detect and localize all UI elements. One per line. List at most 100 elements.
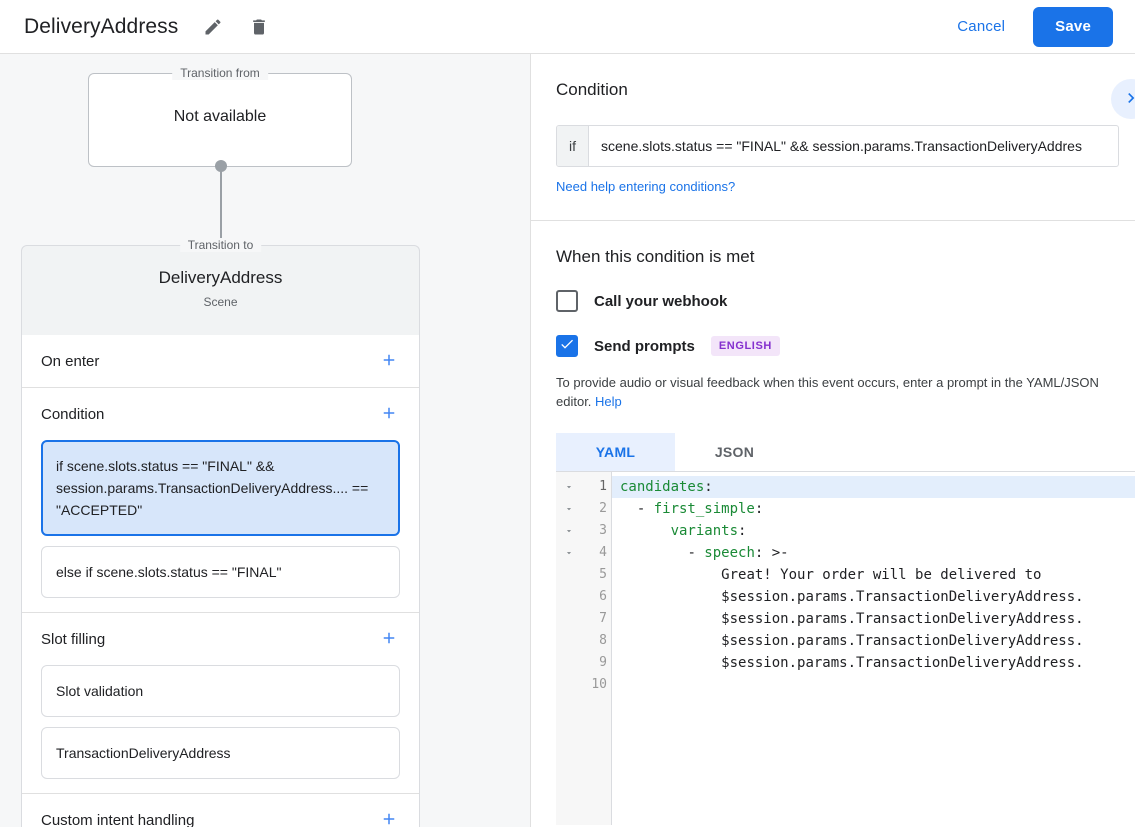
condition-item[interactable]: else if scene.slots.status == "FINAL" [41, 546, 400, 598]
section-divider [531, 220, 1135, 221]
fold-spacer [556, 586, 582, 608]
code-line[interactable]: candidates: [612, 476, 1135, 498]
section-custom-intent-header[interactable]: Custom intent handling [22, 794, 419, 827]
webhook-checkbox-row: Call your webhook [556, 290, 1135, 312]
transition-to-box: Transition to DeliveryAddress Scene [21, 238, 420, 335]
transition-from-value: Not available [173, 108, 267, 125]
plus-icon [380, 404, 398, 425]
tab-json[interactable]: JSON [714, 444, 755, 460]
section-slot-filling-body: Slot validation TransactionDeliveryAddre… [22, 665, 419, 793]
call-webhook-label: Call your webhook [594, 292, 728, 310]
section-condition: Condition if scene.slots.status == "FINA… [22, 388, 419, 613]
transition-to-legend: Transition to [179, 238, 262, 252]
section-slot-filling: Slot filling Slot validation Transaction… [22, 613, 419, 794]
plus-icon [380, 351, 398, 372]
editor-line-numbers: 1 2 3 4 5 6 7 8 9 10 [582, 472, 612, 825]
section-custom-intent-handling: Custom intent handling [22, 794, 419, 827]
slot-validation-item[interactable]: Slot validation [41, 665, 400, 717]
code-editor[interactable]: 1 2 3 4 5 6 7 8 9 10 candidates: - first_simple: … [556, 471, 1135, 825]
if-prefix-label: if [557, 126, 589, 166]
line-number: 4 [599, 545, 607, 560]
fold-spacer [556, 674, 582, 696]
plus-icon [380, 810, 398, 827]
add-condition-button[interactable] [375, 400, 403, 428]
transition-from-box: Transition from Not available [88, 66, 352, 167]
fold-toggle-icon[interactable] [556, 520, 582, 542]
condition-section-title: Condition [556, 80, 628, 99]
section-on-enter-title: On enter [41, 352, 100, 370]
fold-toggle-icon[interactable] [556, 542, 582, 564]
line-number: 5 [599, 567, 607, 582]
line-number: 2 [599, 501, 607, 516]
page-title: DeliveryAddress [24, 14, 179, 38]
line-number: 6 [599, 589, 607, 604]
add-on-enter-button[interactable] [375, 347, 403, 375]
trash-icon [249, 17, 269, 37]
fold-spacer [556, 652, 582, 674]
line-number: 1 [599, 479, 607, 494]
when-condition-met-section: When this condition is met Call your web… [531, 221, 1135, 825]
language-badge: ENGLISH [710, 336, 780, 356]
section-condition-title: Condition [41, 405, 105, 423]
section-on-enter-header[interactable]: On enter [22, 335, 419, 387]
left-panel: Transition from Not available Transition… [0, 54, 530, 827]
pencil-icon [203, 17, 223, 37]
send-prompts-checkbox[interactable] [556, 335, 578, 357]
code-line[interactable]: $session.params.TransactionDeliveryAddre… [721, 589, 1084, 605]
code-line[interactable]: - first_simple: [636, 501, 764, 517]
code-line[interactable]: $session.params.TransactionDeliveryAddre… [721, 611, 1084, 627]
editor-format-tabs: YAML JSON [556, 433, 1135, 471]
save-button[interactable]: Save [1033, 6, 1113, 47]
fold-spacer [556, 564, 582, 586]
section-condition-header[interactable]: Condition [22, 388, 419, 440]
line-number: 3 [599, 523, 607, 538]
section-condition-body: if scene.slots.status == "FINAL" && sess… [22, 440, 419, 612]
condition-input-row: if [556, 125, 1119, 167]
condition-input[interactable] [589, 126, 1118, 166]
fold-spacer [556, 608, 582, 630]
tab-yaml[interactable]: YAML [556, 433, 675, 471]
line-number: 8 [599, 633, 607, 648]
prompts-helper-text: To provide audio or visual feedback when… [556, 373, 1121, 411]
add-custom-intent-button[interactable] [375, 806, 403, 827]
fold-spacer [556, 630, 582, 652]
add-slot-button[interactable] [375, 625, 403, 653]
line-number: 7 [599, 611, 607, 626]
condition-help-link[interactable]: Need help entering conditions? [556, 179, 736, 194]
condition-detail-section: Condition if Need help entering conditio… [531, 54, 1135, 221]
code-line[interactable]: variants: [670, 523, 747, 539]
section-slot-filling-title: Slot filling [41, 630, 106, 648]
prompts-help-link[interactable]: Help [595, 394, 622, 409]
top-app-bar: DeliveryAddress Cancel Save [0, 0, 1135, 54]
edit-name-button[interactable] [196, 10, 230, 44]
code-line[interactable]: $session.params.TransactionDeliveryAddre… [721, 655, 1084, 671]
code-line[interactable]: Great! Your order will be delivered to [721, 567, 1042, 583]
send-prompts-row: Send prompts ENGLISH [556, 335, 1135, 357]
when-condition-met-title: When this condition is met [556, 247, 755, 266]
code-line[interactable]: - speech: >- [687, 545, 789, 561]
fold-toggle-icon[interactable] [556, 498, 582, 520]
section-slot-filling-header[interactable]: Slot filling [22, 613, 419, 665]
line-number: 9 [599, 655, 607, 670]
transition-from-legend: Transition from [172, 66, 268, 80]
send-prompts-label: Send prompts [594, 337, 695, 355]
code-line[interactable]: $session.params.TransactionDeliveryAddre… [721, 633, 1084, 649]
prompts-helper-body: To provide audio or visual feedback when… [556, 375, 1099, 409]
chevron-right-icon [1121, 88, 1135, 111]
section-custom-intent-title: Custom intent handling [41, 811, 195, 827]
cancel-button[interactable]: Cancel [945, 10, 1017, 43]
section-on-enter: On enter [22, 335, 419, 388]
editor-fold-gutter [556, 472, 582, 825]
plus-icon [380, 629, 398, 650]
right-panel: Condition if Need help entering conditio… [530, 54, 1135, 827]
transition-to-type: Scene [203, 295, 238, 309]
condition-item-selected[interactable]: if scene.slots.status == "FINAL" && sess… [41, 440, 400, 536]
fold-toggle-icon[interactable] [556, 476, 582, 498]
call-webhook-checkbox[interactable] [556, 290, 578, 312]
editor-code-area[interactable]: candidates: - first_simple: variants: - … [612, 472, 1135, 825]
delete-button[interactable] [242, 10, 276, 44]
slot-item[interactable]: TransactionDeliveryAddress [41, 727, 400, 779]
transition-to-name: DeliveryAddress [158, 268, 283, 287]
code-line[interactable] [612, 674, 1135, 696]
line-number: 10 [591, 677, 607, 692]
